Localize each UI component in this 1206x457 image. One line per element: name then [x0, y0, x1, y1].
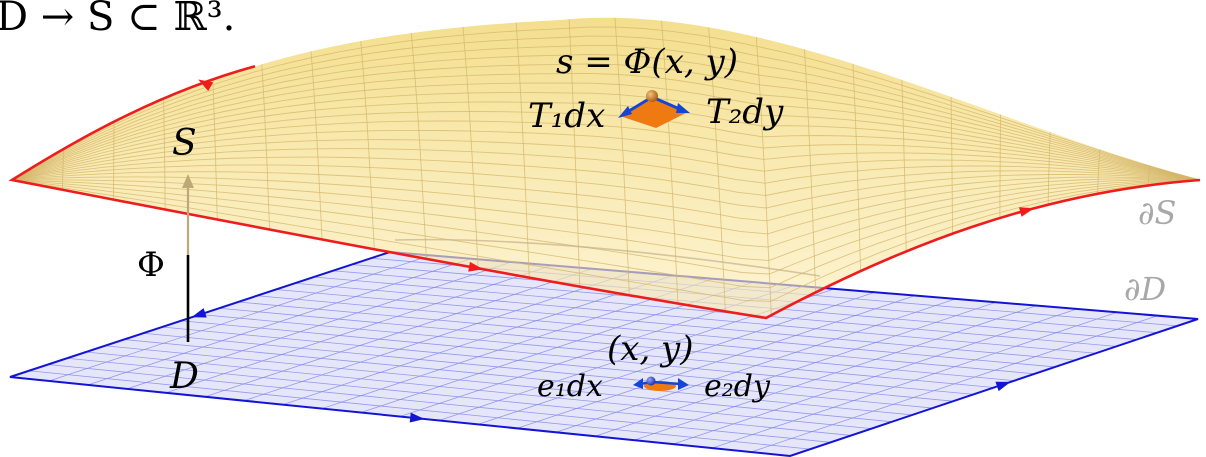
domain-basis-1-label: e₁dx — [537, 369, 603, 404]
surface-fill — [12, 17, 1200, 319]
domain-grid-line — [218, 307, 1015, 382]
domain-point — [646, 376, 656, 386]
domain-grid-line — [672, 308, 1077, 445]
domain-boundary-arrow-head — [409, 412, 425, 423]
domain-grid-line — [477, 291, 875, 425]
map-arrowhead — [182, 174, 194, 188]
surface-grid-line — [1097, 149, 1101, 194]
surface-boundary-hidden — [394, 238, 821, 277]
domain-boundary-arrow-head — [191, 308, 207, 318]
surface-boundary-arrow — [1018, 207, 1035, 217]
domain-grid-line — [594, 301, 997, 437]
surface — [8, 17, 1201, 320]
surface-point — [646, 90, 658, 102]
surface-patch-quad — [620, 97, 688, 128]
domain-boundary-line — [9, 250, 1199, 457]
surface-grid — [11, 17, 1201, 316]
domain-boundary-arrow-head — [995, 381, 1011, 392]
labels: D → S ⊂ ℝ³. S D Φ ∂S ∂D s = Φ(x, y) T₁dx… — [0, 0, 1176, 404]
surface-boundary-arrow-head — [198, 79, 214, 91]
domain-point-label: (x, y) — [607, 329, 694, 369]
domain-grid-line — [633, 305, 1037, 441]
header-text: D → S ⊂ ℝ³. — [0, 0, 235, 40]
basis-arrowhead-1 — [633, 378, 643, 389]
domain-boundary — [9, 250, 1199, 457]
surface-boundary-arrow-head — [1018, 207, 1035, 217]
surface-grid-line — [1147, 165, 1151, 186]
surface-boundary-arrows — [198, 79, 1035, 272]
domain-grid-line — [294, 282, 1097, 354]
domain-grid-line — [750, 315, 1158, 453]
surface-boundary-arrow-head — [468, 261, 484, 272]
domain-grid-line — [237, 301, 1035, 375]
domain-grid-line — [199, 314, 995, 388]
domain-grid-line — [313, 276, 1117, 347]
surface-grid-line — [11, 44, 1201, 181]
domain-grid-line — [256, 295, 1056, 368]
domain-boundary-arrow — [191, 308, 207, 318]
surface-boundary-arrow — [198, 79, 214, 91]
surface-grid-line — [11, 35, 1201, 181]
domain-label: D — [169, 356, 199, 397]
domain-grid-line — [555, 298, 956, 433]
domain-boundary-arrow — [995, 381, 1011, 392]
domain-boundary-arrow — [409, 412, 425, 423]
surface-grid-line — [1047, 132, 1051, 205]
domain-grid-line — [275, 289, 1076, 361]
domain-grid-line — [711, 311, 1118, 449]
map-arrow — [182, 174, 194, 342]
surface-tangent-2-label: T₂dy — [706, 92, 784, 132]
domain-boundary-arrows — [191, 308, 1011, 423]
surface-boundary-label: ∂S — [1138, 194, 1176, 232]
map-label: Φ — [137, 245, 165, 285]
surface-grid-line — [11, 54, 1201, 181]
basis-arrowhead-2 — [678, 378, 689, 390]
domain-basis-2-label: e₂dy — [704, 369, 771, 404]
surface-tangent-patch — [618, 90, 690, 128]
tangent-arrowhead-2 — [676, 103, 690, 113]
surface-grid-line — [11, 26, 1201, 181]
surface-boundary-arrow — [468, 261, 484, 272]
basis-arrow-2 — [651, 380, 682, 386]
domain-grid-line — [516, 295, 916, 429]
domain-boundary-label: ∂D — [1124, 270, 1166, 308]
surface-boundary — [8, 65, 1201, 320]
domain-patch — [633, 376, 689, 391]
surface-tangent-1-label: T₁dx — [528, 96, 605, 136]
surface-label: S — [172, 123, 197, 164]
tangent-arrowhead-1 — [618, 106, 632, 118]
surface-point-label: s = Φ(x, y) — [556, 42, 738, 82]
